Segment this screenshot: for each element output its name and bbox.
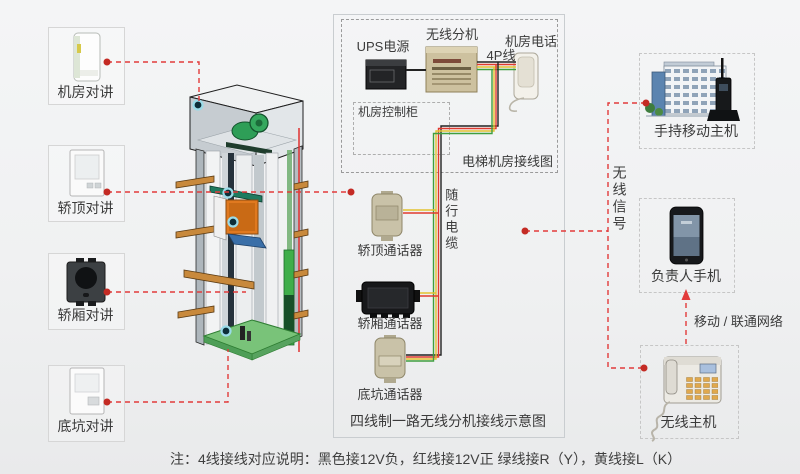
car-talker-label: 轿厢通话器 [357, 316, 423, 331]
wireless-extension-label: 无线分机 [425, 27, 478, 42]
mobile-network-label: 移动 / 联通网络 [694, 314, 783, 329]
car-top-talker-label: 轿顶通话器 [357, 243, 423, 258]
handheld-host-box [639, 53, 755, 149]
machine-room-wiring-caption: 电梯机房接线图 [461, 154, 553, 169]
pit-talker-label: 底坑通话器 [357, 387, 423, 402]
traveling-cable-label: 随行电缆 [443, 188, 459, 252]
ups-label: UPS电源 [356, 39, 410, 54]
control-cabinet-label: 机房控制柜 [358, 105, 419, 119]
pit-intercom-label: 底坑对讲 [57, 418, 114, 434]
car-intercom-label: 轿厢对讲 [57, 307, 114, 323]
traction-machine-icon [226, 113, 272, 155]
center-schematic-panel [333, 14, 565, 438]
wireless-host-label: 无线主机 [660, 414, 717, 430]
schematic-caption: 四线制一路无线分机接线示意图 [350, 413, 546, 429]
machine-room-intercom-label: 机房对讲 [57, 84, 114, 100]
wiring-note: 注：4线接线对应说明：黑色接12V负，红线接12V正 绿线接R（Y），黄线接L（… [170, 451, 682, 467]
elevator-car [209, 185, 267, 249]
4p-wire-label: 4P线 [486, 48, 516, 63]
manager-phone-label: 负责人手机 [651, 268, 721, 284]
wireless-host-box [640, 345, 739, 439]
intercom-position-dots [192, 99, 239, 337]
car-top-intercom-label: 轿顶对讲 [57, 200, 114, 216]
elevator-shaft-illustration [175, 84, 309, 361]
machine-room-phone-label: 机房电话 [504, 34, 557, 49]
wireless-signal-label: 无线信号 [611, 165, 628, 233]
handheld-host-label: 手持移动主机 [654, 123, 738, 139]
pit-floor [202, 319, 302, 361]
landing-planks [175, 175, 309, 320]
